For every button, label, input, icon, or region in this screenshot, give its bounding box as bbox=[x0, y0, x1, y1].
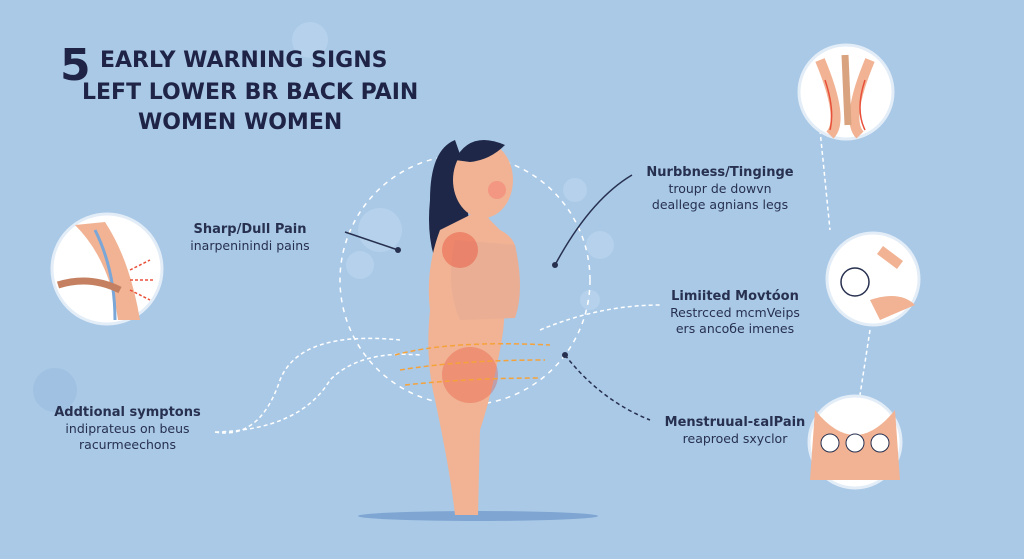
title-line-2: LEFT LOWER BR BACK PAIN bbox=[82, 80, 419, 105]
sign-numbness: Nurbbness/Tinginge troupr de dowvn deall… bbox=[646, 165, 794, 212]
woman-figure bbox=[358, 140, 598, 521]
sign-limited-motion: Limiited Movtóon Restrcced mcmVeips ers … bbox=[670, 289, 800, 336]
connector-line bbox=[344, 231, 399, 251]
sign-menstrual-pain: Menstruual-ɛalPain reaproed sxyclor bbox=[664, 415, 806, 446]
vignette-menstrual bbox=[807, 394, 903, 490]
connector-line bbox=[214, 337, 401, 434]
connector-line bbox=[554, 174, 633, 266]
vignette-nerves bbox=[797, 43, 895, 141]
sign-sharp-dull-pain: Sharp/Dull Pain inarpeninindi pains bbox=[190, 222, 310, 253]
vignette-movement bbox=[825, 231, 921, 327]
vignette-back-pain bbox=[50, 212, 164, 326]
sign-additional-symptoms: Addtional symptons indiprateus on beus r… bbox=[54, 405, 201, 452]
title-line-3: WOMEN WOMEN bbox=[138, 110, 343, 135]
connector-line bbox=[539, 304, 661, 331]
title-line-1: EARLY WARNING SIGNS bbox=[100, 48, 388, 73]
decorative-blobs bbox=[33, 22, 614, 412]
title-number: 5 bbox=[60, 40, 91, 91]
connector-line bbox=[564, 354, 651, 421]
dashed-ring bbox=[339, 154, 591, 406]
